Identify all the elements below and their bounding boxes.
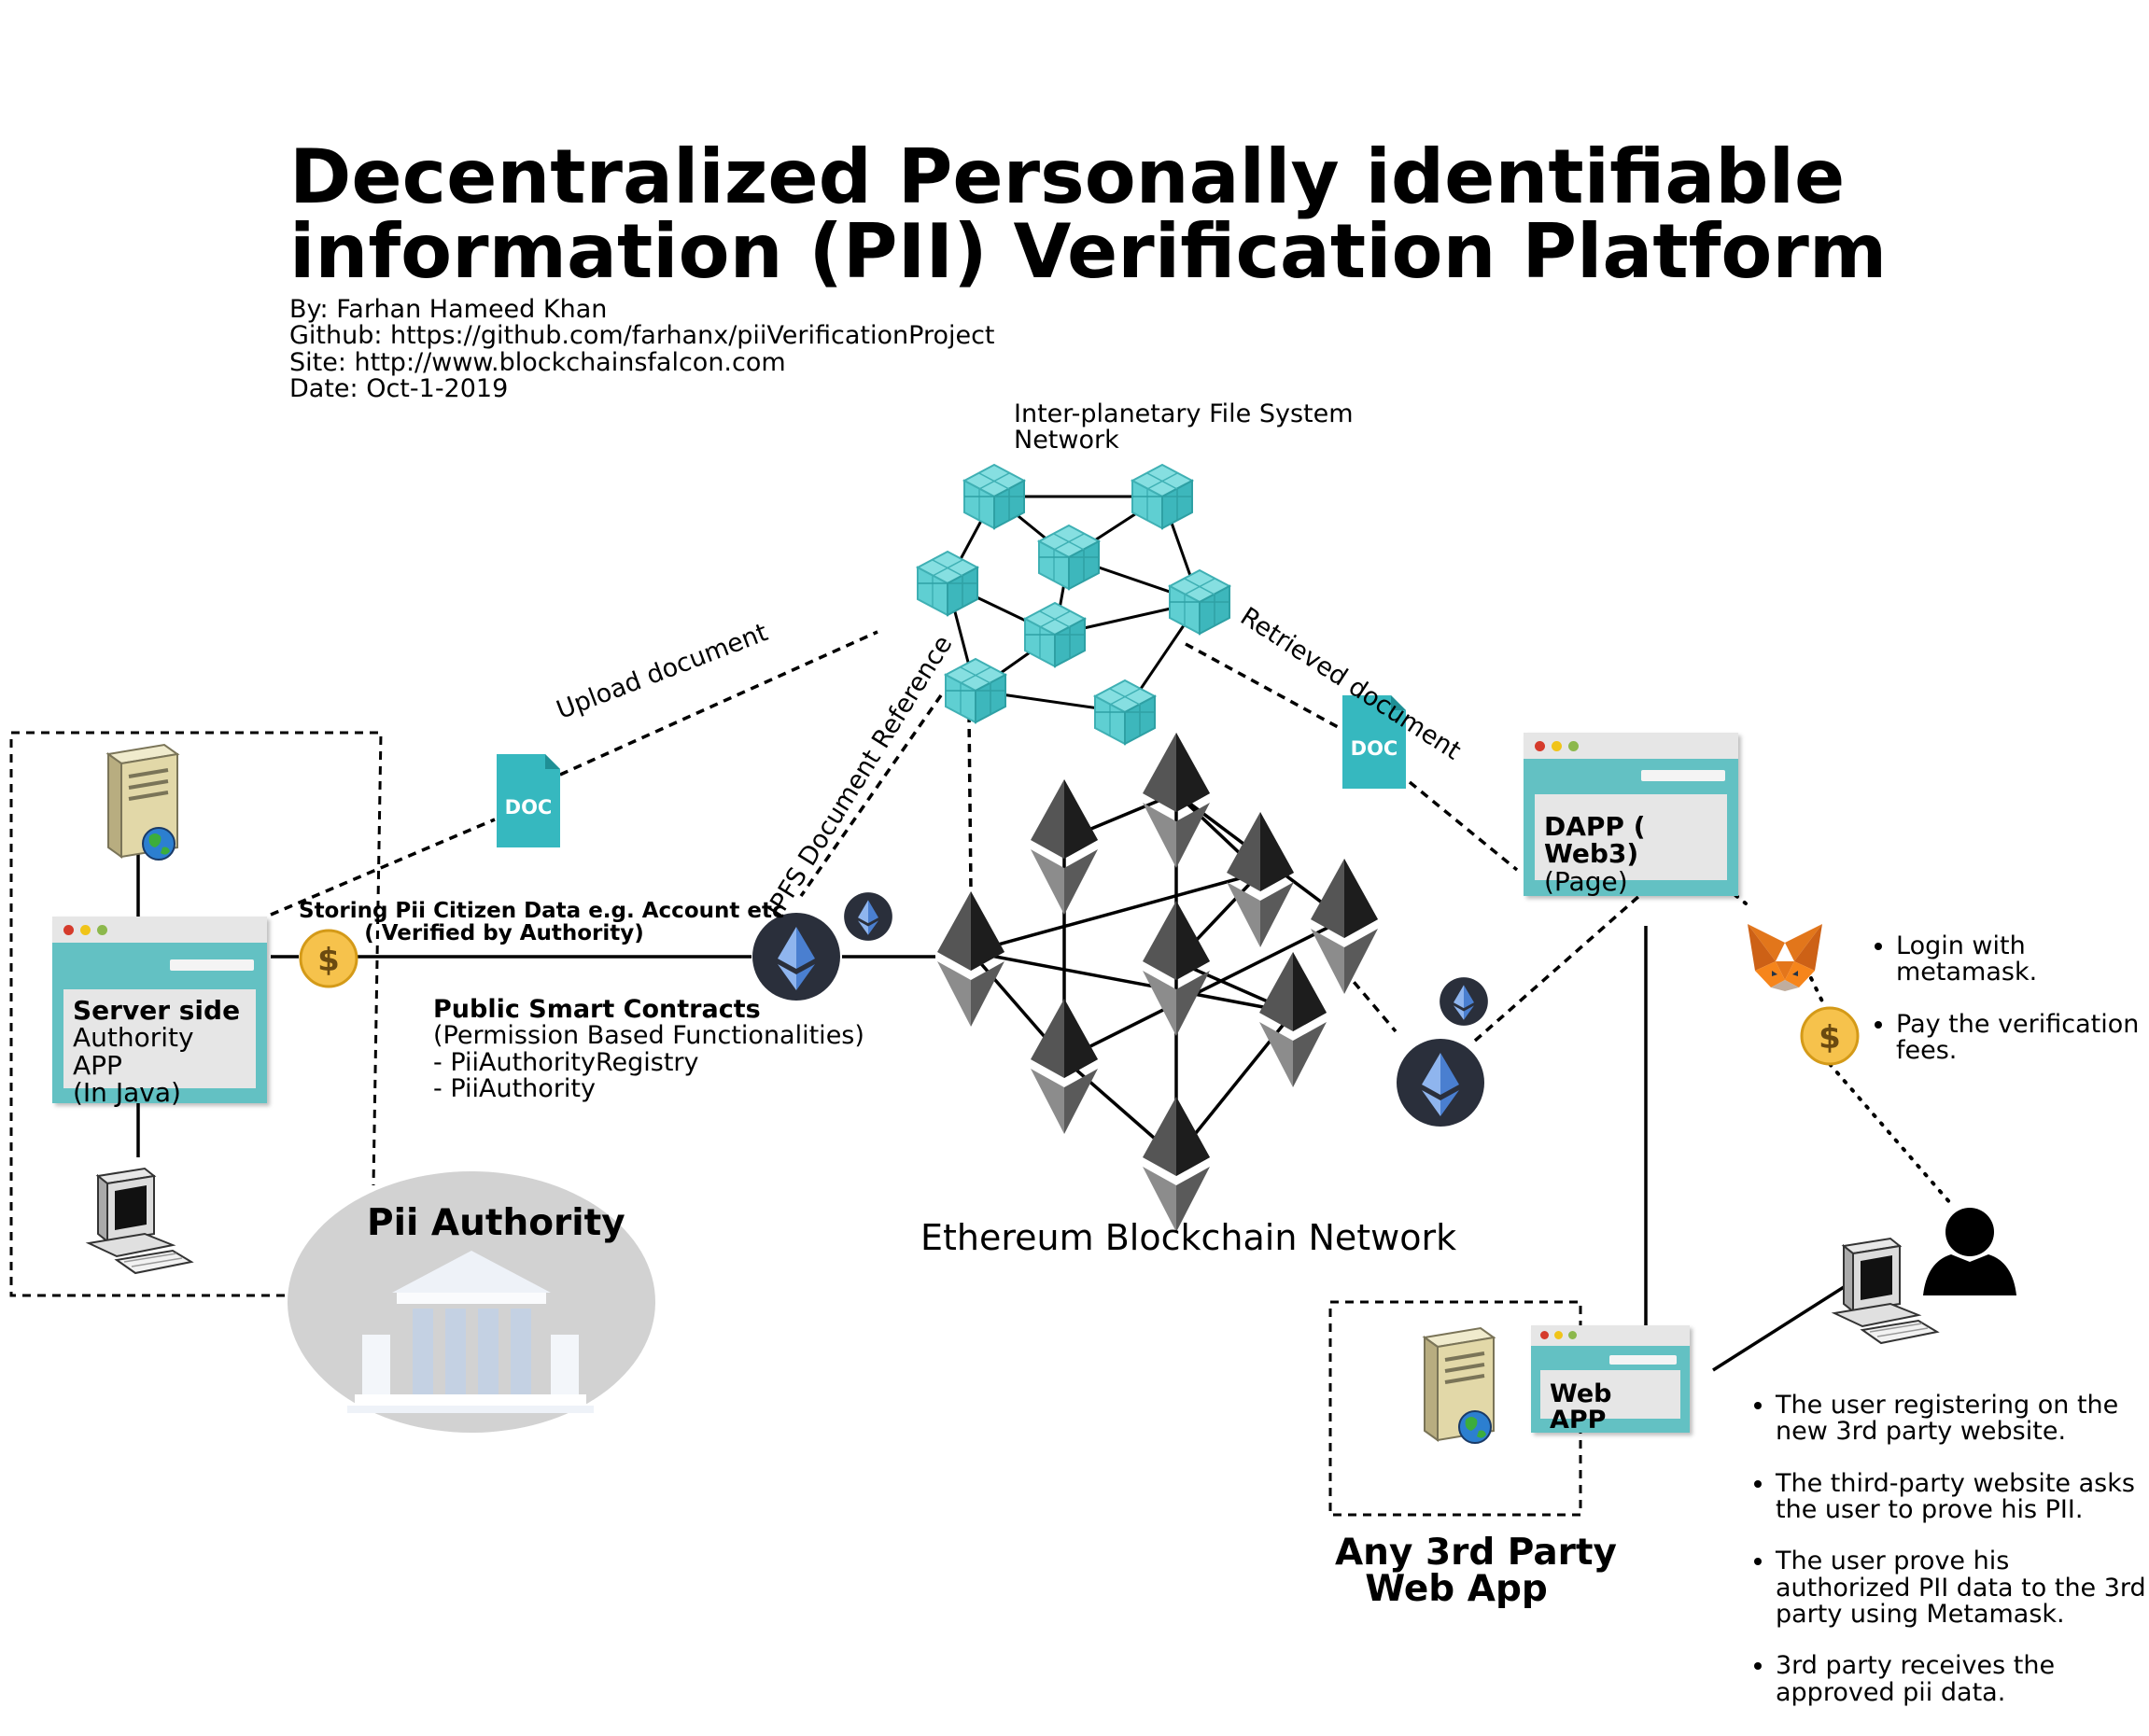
ipfs-cube-icon — [1024, 602, 1086, 667]
svg-text:$: $ — [1819, 1019, 1841, 1057]
third-party-label: Any 3rd Party Web App — [1335, 1532, 1617, 1610]
dapp-line-1: DAPP ( Web3) — [1544, 811, 1646, 870]
ethereum-network-label: Ethereum Blockchain Network — [920, 1217, 1457, 1258]
doc-label: DOC — [1351, 737, 1398, 760]
minimize-dot-icon — [1552, 741, 1562, 751]
title-line-2: information (PII) Verification Platform — [289, 208, 1888, 295]
server-app-line-1: Server side — [73, 995, 241, 1026]
storing-data-label: Storing Pii Citizen Data e.g. Account et… — [299, 899, 785, 946]
smart-contracts-text: Public Smart Contracts (Permission Based… — [433, 995, 864, 1104]
ipfs-label-line-1: Inter-planetary File System — [1014, 399, 1354, 428]
address-bar — [1641, 770, 1725, 781]
server-app-panel: Server side Authority APP (In Java) — [63, 989, 256, 1107]
ethereum-diamond-icon — [1259, 952, 1327, 1087]
server-app-line-2: Authority APP — [73, 1022, 194, 1081]
ipfs-cube-icon — [917, 551, 978, 616]
metamask-fox-icon — [1748, 924, 1822, 991]
computer-icon — [88, 1168, 192, 1274]
dollar-coin-icon: $ — [299, 929, 358, 988]
author-by: By: Farhan Hameed Khan — [289, 295, 608, 324]
smart-contracts-line-2: - PiiAuthorityRegistry — [433, 1047, 699, 1077]
title-line-1: Decentralized Personally identifiable — [289, 133, 1846, 220]
server-icon — [106, 743, 179, 861]
ipfs-cube-icon — [1131, 464, 1193, 529]
user-icon — [1923, 1208, 2016, 1295]
dapp-window: DAPP ( Web3) (Page) — [1524, 733, 1738, 896]
ipfs-cube-icon — [1094, 679, 1156, 745]
close-dot-icon — [63, 925, 74, 935]
ipfs-cube-icon — [945, 658, 1006, 723]
ethereum-coin-icon — [844, 892, 892, 941]
ipfs-network — [917, 464, 1230, 745]
ethereum-coin-icon — [1440, 977, 1488, 1026]
ethereum-diamond-icon — [1143, 733, 1210, 868]
smart-contracts-line-1: (Permission Based Functionalities) — [433, 1021, 864, 1051]
maximize-dot-icon — [97, 925, 107, 935]
dollar-coin-icon: $ — [1800, 1006, 1860, 1066]
ethereum-diamond-icon — [1031, 779, 1098, 915]
ethereum-diamond-icon — [937, 891, 1004, 1027]
third-party-line-1: Any 3rd Party — [1335, 1532, 1617, 1574]
dapp-panel: DAPP ( Web3) (Page) — [1535, 794, 1727, 895]
author-info: By: Farhan Hameed Khan Github: https://g… — [289, 295, 995, 404]
minimize-dot-icon — [80, 925, 91, 935]
list-item: Login with metamask. — [1896, 932, 2146, 987]
maximize-dot-icon — [1568, 1331, 1577, 1339]
close-dot-icon — [1535, 741, 1545, 751]
ethereum-network — [937, 733, 1378, 1232]
ethereum-coin-icon — [1397, 1039, 1484, 1127]
ipfs-cube-icon — [1169, 569, 1230, 635]
third-party-line-2: Web App — [1365, 1568, 1548, 1610]
dapp-line-2: (Page) — [1544, 865, 1628, 897]
ipfs-cube-icon — [963, 464, 1025, 529]
pii-authority-label: Pii Authority — [367, 1202, 625, 1244]
smart-contracts-line-3: - PiiAuthority — [433, 1074, 596, 1104]
web-app-window: Web APP — [1531, 1325, 1690, 1434]
ethereum-coin-icon — [752, 913, 840, 1001]
svg-text:$: $ — [317, 942, 340, 979]
list-item: 3rd party receives the approved pii data… — [1776, 1653, 2149, 1706]
ethereum-diamond-icon — [1031, 999, 1098, 1134]
list-item: The user registering on the new 3rd part… — [1776, 1392, 2149, 1446]
window-titlebar — [52, 917, 267, 943]
maximize-dot-icon — [1568, 741, 1579, 751]
storing-data-line-2: ( Verified by Authority) — [364, 921, 644, 946]
ipfs-label: Inter-planetary File System Network — [1014, 399, 1354, 455]
ethereum-diamond-icon — [1143, 1097, 1210, 1232]
author-github: Github: https://github.com/farhanx/piiVe… — [289, 321, 995, 351]
computer-icon — [1833, 1238, 1938, 1344]
list-item: The third-party website asks the user to… — [1776, 1470, 2149, 1524]
author-date: Date: Oct-1-2019 — [289, 374, 509, 404]
storing-data-line-1: Storing Pii Citizen Data e.g. Account et… — [299, 899, 785, 923]
author-site: Site: http://www.blockchainsfalcon.com — [289, 347, 786, 377]
ipfs-label-line-2: Network — [1014, 426, 1119, 455]
list-item: Pay the verification fees. — [1896, 1011, 2146, 1065]
server-icon — [1423, 1326, 1496, 1445]
address-bar — [1609, 1355, 1677, 1365]
minimize-dot-icon — [1554, 1331, 1563, 1339]
ipfs-cube-icon — [1038, 525, 1100, 590]
window-titlebar — [1524, 733, 1738, 759]
close-dot-icon — [1540, 1331, 1549, 1339]
window-titlebar — [1531, 1325, 1690, 1346]
ethereum-diamond-icon — [1311, 859, 1378, 994]
web-app-label: Web APP — [1540, 1370, 1680, 1434]
address-bar — [170, 959, 254, 971]
verification-flow-list: The user registering on the new 3rd part… — [1742, 1392, 2149, 1731]
doc-label: DOC — [505, 796, 553, 819]
list-item: The user prove his authorized PII data t… — [1776, 1548, 2149, 1628]
server-app-line-3: (In Java) — [73, 1077, 181, 1109]
bank-building-icon — [288, 1171, 655, 1433]
server-app-window: Server side Authority APP (In Java) — [52, 917, 267, 1107]
metamask-steps-list: Login with metamask. Pay the verificatio… — [1862, 932, 2146, 1089]
smart-contracts-heading: Public Smart Contracts — [433, 995, 761, 1024]
page-title: Decentralized Personally identifiable in… — [289, 140, 1887, 289]
